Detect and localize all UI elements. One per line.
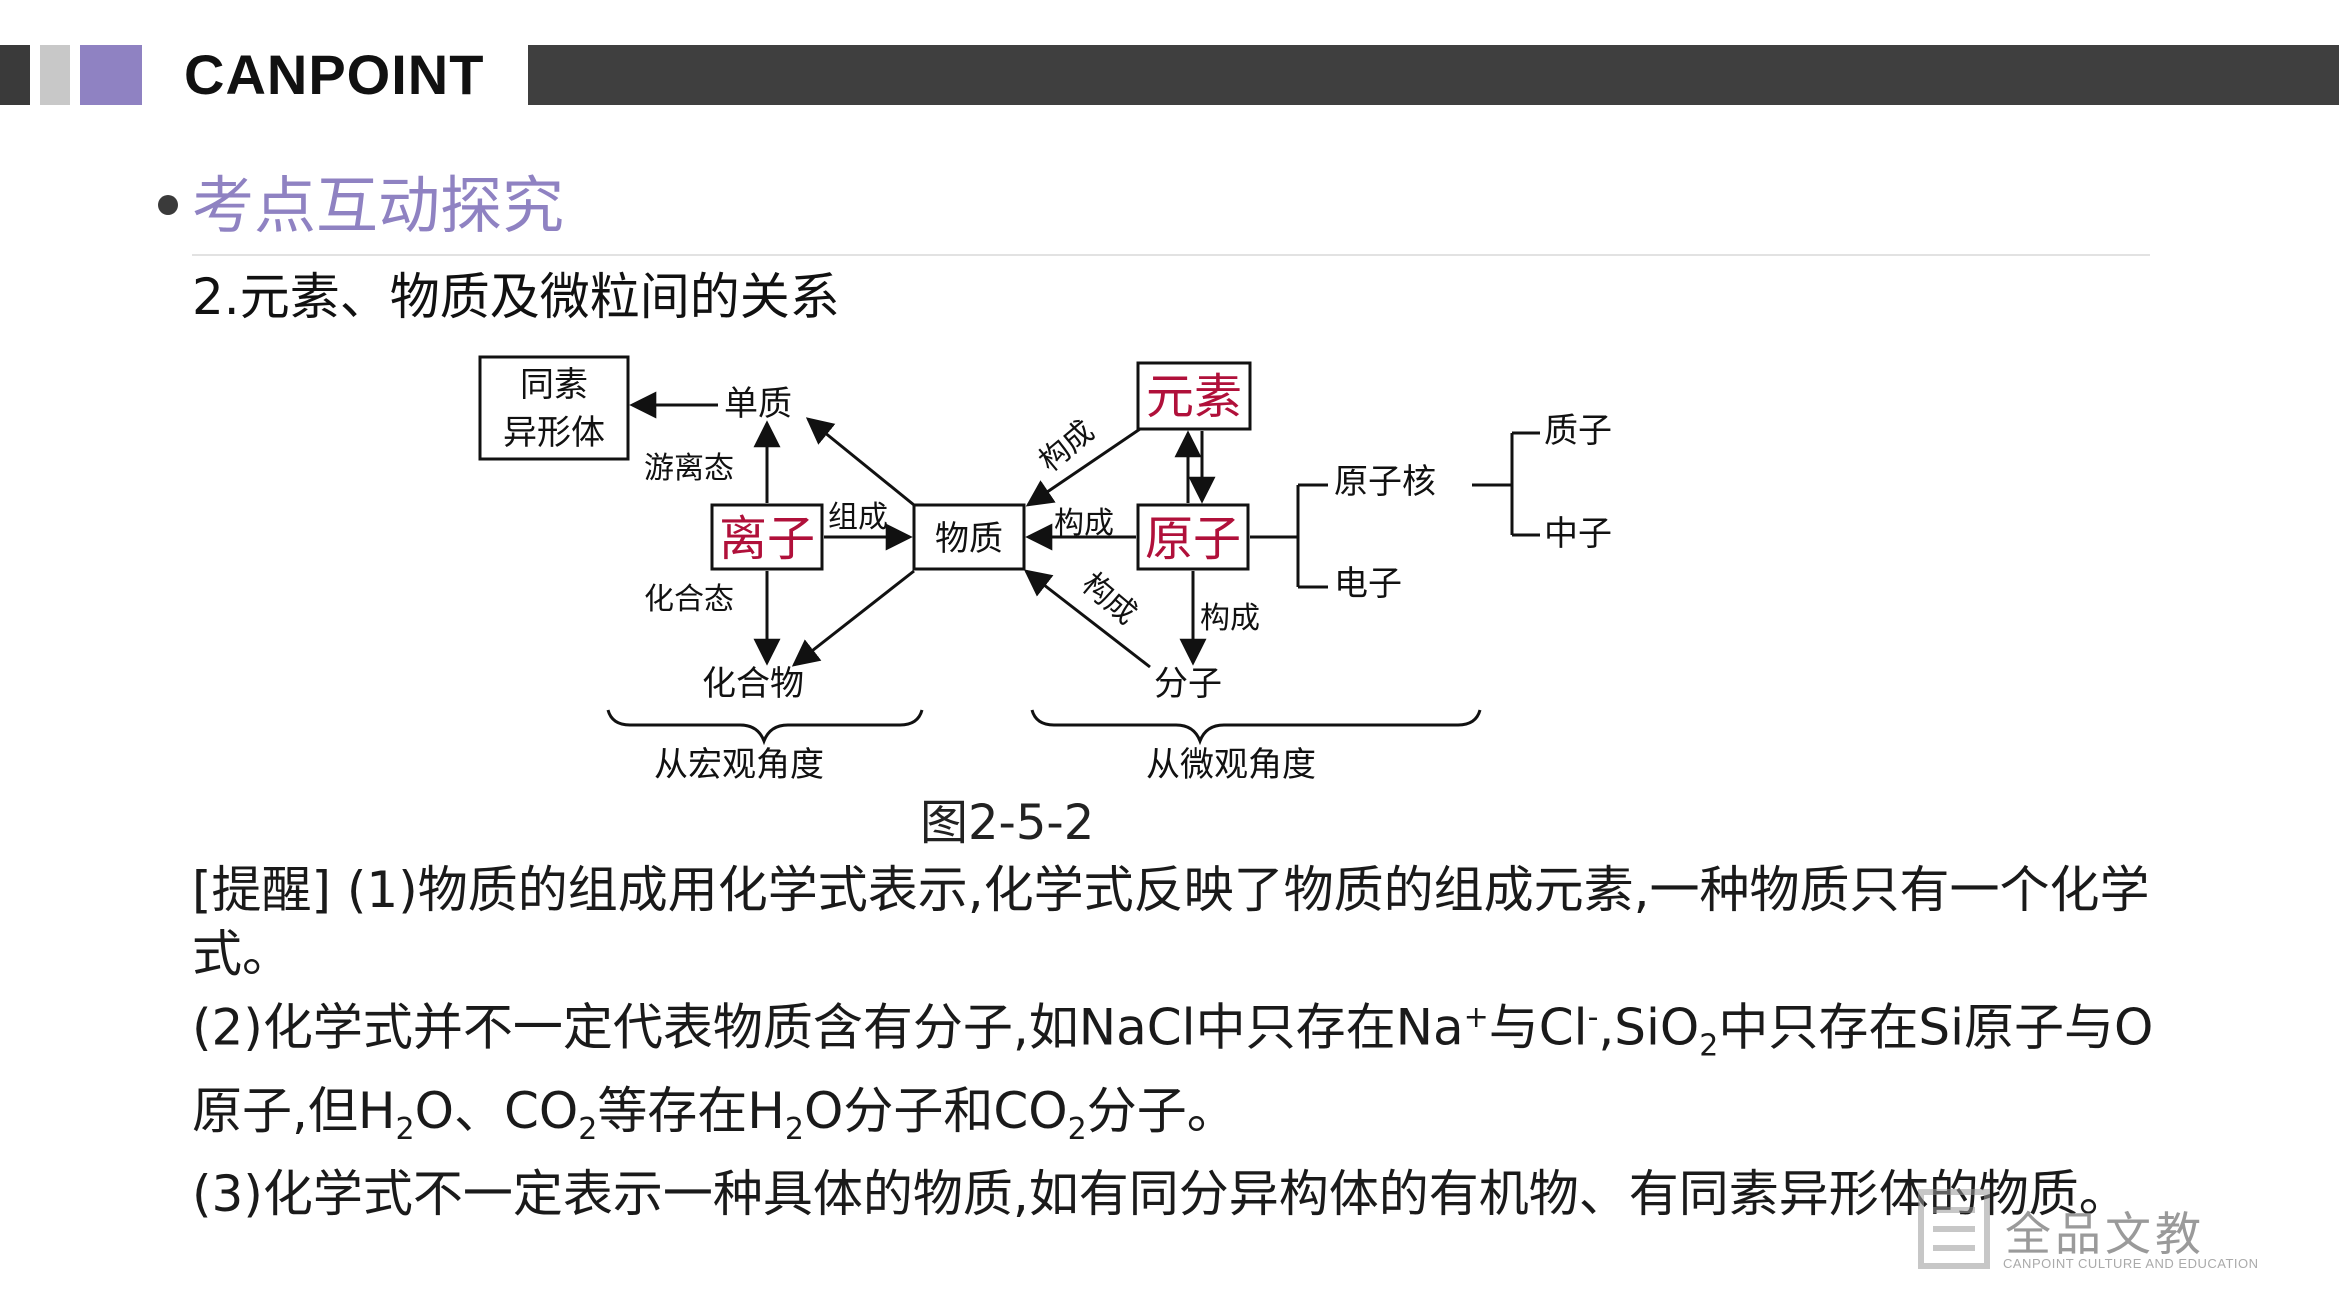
constitute-molecule-down-label: 构成 — [1200, 601, 1260, 636]
single-substance-label: 单质 — [724, 384, 792, 424]
nucleus-label: 原子核 — [1334, 462, 1436, 502]
relationship-diagram: 同素 异形体 元素 离子 物质 原子 单质 化合物 分子 原子核 电子 质子 中… — [478, 355, 1612, 785]
atom-box — [1136, 503, 1250, 571]
constitute-atom-label: 构成 — [1054, 506, 1114, 541]
macro-brace — [606, 709, 924, 746]
header-square-light — [40, 45, 70, 105]
title-divider — [192, 254, 2150, 256]
proton-label: 质子 — [1544, 411, 1612, 451]
neutron-label: 中子 — [1544, 514, 1612, 554]
ion-box — [710, 503, 824, 571]
note-2: (2)化学式并不一定代表物质含有分子,如NaCl中只存在Na+与Cl-,SiO2… — [192, 998, 2154, 1147]
notes-block: [提醒] (1)物质的组成用化学式表示,化学式反映了物质的组成元素,一种物质只有… — [192, 858, 2167, 1226]
atom-label: 原子 — [1145, 511, 1241, 567]
element-box — [1136, 361, 1252, 431]
header-square-purple — [80, 45, 142, 105]
subtitle: 2.元素、物质及微粒间的关系 — [192, 268, 840, 326]
arrow-substance-to-compound — [791, 569, 915, 667]
electron-label: 电子 — [1334, 564, 1402, 604]
header-bar — [528, 45, 2339, 105]
allotrope-label-line1: 同素 — [520, 365, 588, 405]
section-title: 考点互动探究 — [192, 169, 565, 242]
arrow-substance-to-single — [805, 417, 915, 507]
micro-brace — [1030, 709, 1482, 746]
allotrope-label-line2: 异形体 — [503, 413, 605, 453]
free-state-label: 游离态 — [644, 451, 734, 486]
macro-brace-label: 从宏观角度 — [654, 745, 824, 785]
watermark-logo-icon — [1918, 1189, 1990, 1269]
substance-box — [912, 503, 1026, 571]
molecule-label: 分子 — [1154, 664, 1222, 704]
arrow-molecule-to-substance — [1023, 569, 1151, 669]
constitute-molecule-label: 构成 — [1075, 566, 1143, 631]
brand-logo-text: CANPOINT — [184, 43, 485, 106]
arrow-element-to-substance — [1025, 427, 1141, 507]
header-square-dark — [0, 45, 30, 105]
allotrope-box — [478, 355, 630, 461]
element-label: 元素 — [1146, 369, 1242, 425]
note-3: (3)化学式不一定表示一种具体的物质,如有同分异构体的有机物、有同素异形体的物质… — [192, 1164, 2129, 1223]
ion-label: 离子 — [719, 511, 815, 567]
compound-label: 化合物 — [702, 664, 804, 704]
figure-caption: 图2-5-2 — [920, 795, 1095, 851]
bullet-dot — [158, 195, 178, 215]
substance-label: 物质 — [935, 519, 1003, 559]
compose-label: 组成 — [828, 500, 888, 535]
watermark-subtext: CANPOINT CULTURE AND EDUCATION — [2003, 1256, 2259, 1271]
watermark-text: 全品文教 — [2005, 1207, 2205, 1261]
note-1: [提醒] (1)物质的组成用化学式表示,化学式反映了物质的组成元素,一种物质只有… — [192, 861, 2150, 983]
micro-brace-label: 从微观角度 — [1146, 745, 1316, 785]
constitute-element-label: 构成 — [1033, 414, 1101, 479]
combined-state-label: 化合态 — [644, 582, 734, 617]
